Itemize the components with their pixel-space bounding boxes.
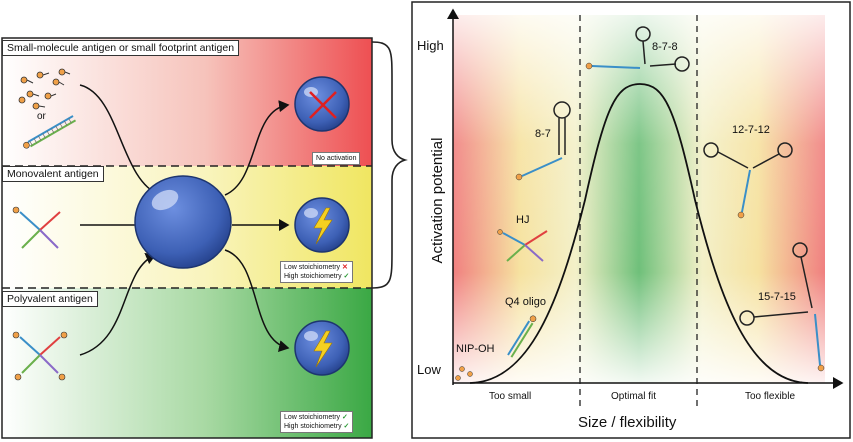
plot-fade bbox=[453, 15, 825, 383]
x-axis-title: Size / flexibility bbox=[578, 414, 677, 431]
check-icon: ✓ bbox=[341, 414, 348, 421]
high-stoichiometry-label: High stoichiometry bbox=[284, 423, 342, 430]
arrow-polyvalent bbox=[79, 253, 157, 356]
low-stoichiometry-label: Low stoichiometry bbox=[284, 414, 341, 421]
brace bbox=[371, 41, 408, 289]
construct-8-7-icon bbox=[515, 101, 571, 181]
check-icon: ✓ bbox=[343, 273, 350, 280]
small-molecule-icons bbox=[18, 68, 71, 110]
nip-oh-icon bbox=[455, 366, 473, 381]
hj-icon bbox=[497, 229, 548, 262]
q4-oligo-icon bbox=[507, 315, 537, 358]
label-nip-oh: NIP-OH bbox=[456, 343, 495, 355]
region-too-small: Too small bbox=[489, 391, 532, 402]
activation-curve bbox=[469, 83, 809, 384]
arrow-out-red bbox=[224, 100, 290, 196]
label-15-7-15: 15-7-15 bbox=[758, 291, 796, 303]
check-icon: ✓ bbox=[343, 423, 350, 430]
section-title-monovalent: Monovalent antigen bbox=[2, 166, 104, 182]
or-label: or bbox=[37, 111, 46, 122]
y-axis-title: Activation potential bbox=[429, 137, 446, 264]
cross-icon: ✕ bbox=[341, 264, 348, 271]
high-stoichiometry-label: High stoichiometry bbox=[284, 273, 342, 280]
label-8-7-8: 8-7-8 bbox=[652, 41, 678, 53]
label-q4-oligo: Q4 oligo bbox=[505, 296, 546, 308]
low-stoichiometry-label: Low stoichiometry bbox=[284, 264, 341, 271]
stoichiometry-box-polyvalent: Low stoichiometry ✓ High stoichiometry ✓ bbox=[280, 411, 354, 433]
construct-15-7-15-icon bbox=[739, 242, 825, 372]
y-axis-high-label: High bbox=[417, 38, 444, 53]
region-optimal-fit: Optimal fit bbox=[611, 391, 657, 402]
construct-8-7-8-icon bbox=[585, 26, 690, 72]
y-axis-low-label: Low bbox=[417, 362, 441, 377]
activated-cell-icon-1 bbox=[294, 197, 350, 253]
polyvalent-antigen-icon bbox=[12, 331, 68, 381]
label-hj: HJ bbox=[516, 214, 530, 226]
construct-12-7-12-icon bbox=[703, 142, 793, 219]
label-12-7-12: 12-7-12 bbox=[732, 124, 770, 136]
no-activation-cell-icon bbox=[294, 76, 350, 132]
stoichiometry-box-monovalent: Low stoichiometry ✕ High stoichiometry ✓ bbox=[280, 261, 354, 283]
dna-duplex-icon bbox=[23, 115, 77, 149]
arrow-out-green bbox=[224, 249, 290, 352]
section-title-polyvalent: Polyvalent antigen bbox=[2, 291, 98, 307]
left-panel-border bbox=[1, 37, 373, 439]
region-too-flexible: Too flexible bbox=[745, 391, 796, 402]
monovalent-antigen-icon bbox=[12, 206, 61, 249]
activated-cell-icon-2 bbox=[294, 320, 350, 376]
b-cell-highlight bbox=[151, 189, 179, 211]
b-cell-icon bbox=[134, 175, 232, 269]
note-no-activation: No activation bbox=[312, 152, 361, 165]
arrow-small-molecule bbox=[79, 84, 162, 198]
section-title-small-molecule: Small-molecule antigen or small footprin… bbox=[2, 40, 240, 56]
label-8-7: 8-7 bbox=[535, 128, 551, 140]
